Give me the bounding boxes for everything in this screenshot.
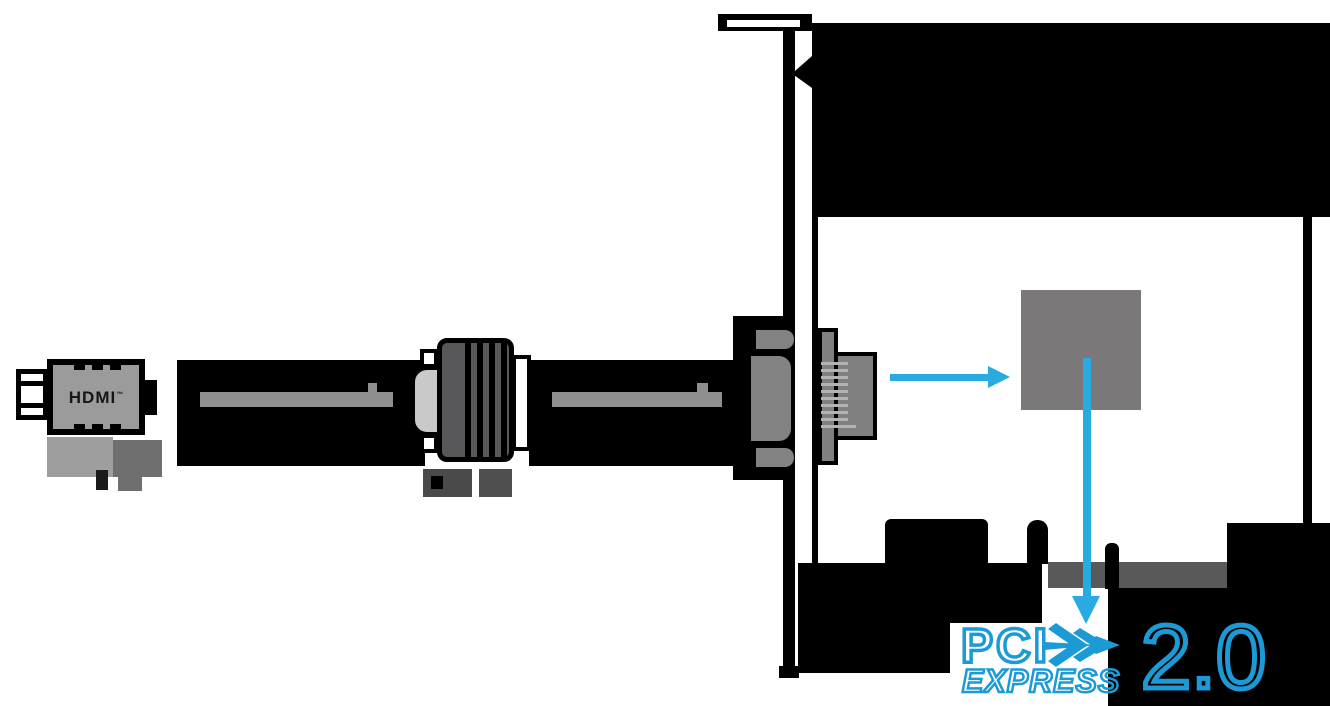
- card-right-edge: [1303, 217, 1312, 523]
- hdmi-crimp-mark: [110, 364, 121, 370]
- cable-segment-1: [177, 360, 425, 466]
- pcie-logo-arrow-icon: [1044, 623, 1120, 667]
- arrow-down-shaft: [1083, 358, 1091, 596]
- vga-grip-ridge: [489, 343, 495, 457]
- hdmi-tip-stripe-bottom: [21, 403, 43, 408]
- hdmi-crimp-mark: [92, 364, 103, 370]
- vga-plug-shell: [751, 356, 791, 441]
- card-top-silhouette: [812, 23, 1330, 217]
- pcie-logo-express: EXPRESS: [961, 663, 1121, 699]
- hdmi-label: HDMI™: [68, 388, 124, 407]
- hdmi-crimp-mark: [110, 424, 121, 430]
- bracket-flange-slot: [727, 20, 800, 27]
- arrow-right-shaft: [890, 374, 990, 381]
- edge-connector-right-top: [1227, 523, 1330, 589]
- board-component-1: [885, 519, 988, 564]
- hdmi-shadow-tab: [96, 470, 108, 490]
- pcie-logo-version: 2.0: [1138, 608, 1268, 706]
- arrow-down-head: [1072, 596, 1100, 624]
- vga-screw-tab-bottom: [420, 434, 438, 453]
- vga-grip-ridge: [501, 343, 507, 457]
- hdmi-plug-body: [47, 359, 145, 435]
- arrow-right-head: [988, 366, 1010, 388]
- bracket-foot: [779, 666, 799, 678]
- edge-connector-right-bottom: [1108, 588, 1330, 706]
- edge-connector-left-b: [950, 563, 1042, 623]
- board-component-3: [1105, 543, 1119, 589]
- hdmi-shadow-tab-2: [118, 470, 142, 491]
- hdmi-crimp-mark: [92, 424, 103, 430]
- cable-segment-2: [529, 360, 745, 466]
- vga-grip-ridge: [477, 343, 483, 457]
- vga-shadow-hole: [431, 476, 443, 489]
- cable-highlight-1-notch: [368, 383, 377, 393]
- vga-grip-ridge: [465, 343, 471, 457]
- cable-highlight-1: [200, 392, 393, 407]
- board-shadow-band: [1048, 562, 1227, 588]
- hdmi-crimp-mark: [74, 364, 85, 370]
- hdmi-plug-tip: [16, 369, 48, 420]
- cable-highlight-2: [552, 392, 722, 407]
- hdmi-crimp-mark: [74, 424, 85, 430]
- vga-thumbscrew-top: [756, 330, 794, 349]
- bracket-tab: [792, 56, 812, 88]
- gpu-chip: [1021, 290, 1141, 410]
- cable-highlight-2-notch: [697, 383, 708, 393]
- hdmi-neck: [145, 380, 157, 415]
- vga-shadow-right: [479, 469, 512, 497]
- board-component-2: [1027, 520, 1048, 564]
- hdmi-trademark: ™: [116, 391, 124, 399]
- hdmi-tip-stripe-top: [21, 381, 43, 386]
- vga-thumbscrew-bottom: [756, 448, 794, 467]
- vga-d-shell: [411, 366, 441, 436]
- edge-connector-left-a: [798, 563, 950, 673]
- pcie-logo-pci: PCI: [959, 620, 1051, 673]
- card-left-edge: [812, 85, 818, 563]
